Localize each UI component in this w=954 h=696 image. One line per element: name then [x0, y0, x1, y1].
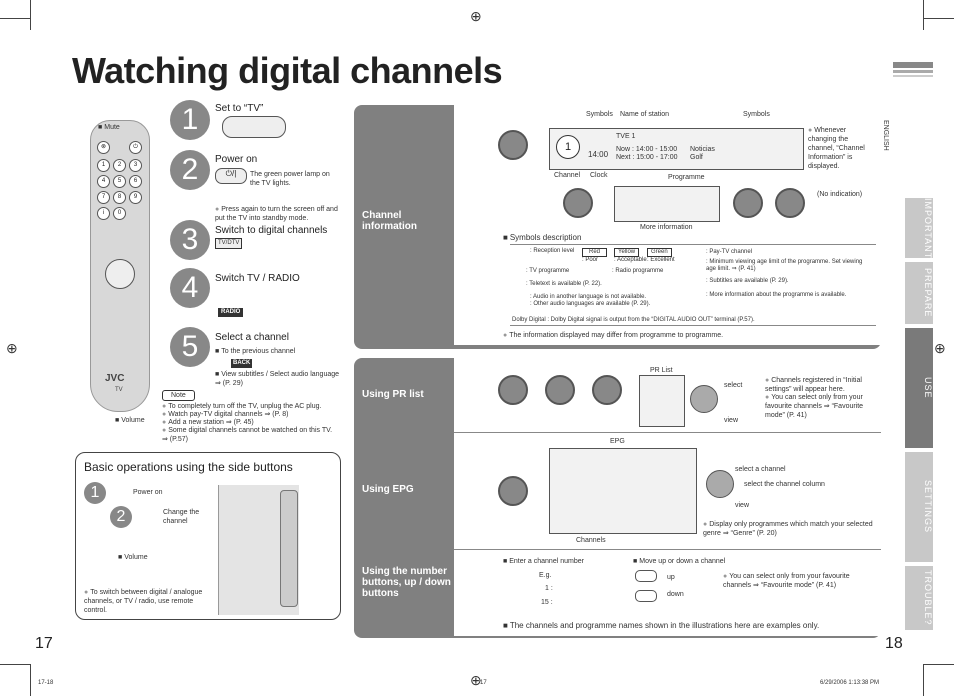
pr-list-screen — [639, 375, 685, 427]
tab-prepare: PREPARE — [905, 262, 933, 324]
info-button-hand-icon — [775, 188, 805, 218]
info-button-hand-icon — [498, 130, 528, 160]
tv-dtv-button: TV/DTV — [215, 238, 243, 249]
side-step-2: 2 — [110, 506, 132, 528]
back-button: BACK — [231, 359, 253, 368]
mute-label: Mute — [98, 123, 120, 132]
tab-settings: SETTINGS — [905, 452, 933, 562]
tab-english: ENGLISH — [882, 120, 889, 151]
power-button-icon: ⏻/| — [215, 168, 247, 184]
channel-up-button — [635, 570, 657, 582]
brand-logo: JVC — [105, 373, 125, 384]
info-button-hand-icon — [733, 188, 763, 218]
tv-switch-icon — [222, 116, 286, 138]
dpad-icon — [706, 470, 734, 498]
step-number-3: 3 — [170, 220, 210, 260]
step-number-1: 1 — [170, 100, 210, 140]
dpad-icon — [690, 385, 718, 413]
step-label-5: Select a channel — [215, 332, 289, 343]
page-number-left: 17 — [35, 635, 53, 652]
step-number-5: 5 — [170, 327, 210, 367]
channel-down-button — [635, 590, 657, 602]
epg-heading: Using EPG — [362, 484, 414, 495]
tab-important: IMPORTANT! — [905, 198, 933, 263]
pr-list-heading: Using PR list — [362, 389, 424, 400]
step-label-1: Set to “TV” — [215, 103, 264, 114]
button-hand-icon — [545, 375, 575, 405]
button-hand-icon — [498, 375, 528, 405]
page-title: Watching digital channels — [72, 50, 503, 91]
side-buttons-box — [75, 452, 341, 620]
more-info-screen — [614, 186, 720, 222]
volume-label: Volume — [115, 416, 144, 425]
registration-mark-icon: ⊕ — [6, 340, 18, 356]
step-label-2: Power on — [215, 154, 258, 165]
side-buttons-title: Basic operations using the side buttons — [84, 460, 293, 474]
epg-screen — [549, 448, 697, 534]
channel-info-screen: TVE 1 1 14:00 Now : 14:00 - 15:00 Next :… — [549, 128, 804, 170]
dpad[interactable] — [105, 259, 135, 289]
symbols-table: : Reception level Red : Poor Yellow : Ac… — [510, 244, 876, 326]
guide-button-hand-icon — [498, 476, 528, 506]
step-label-3: Switch to digital channels — [215, 225, 328, 236]
page-number-right: 18 — [885, 635, 903, 652]
step-label-4: Switch TV / RADIO — [215, 273, 300, 284]
step-number-2: 2 — [170, 150, 210, 190]
registration-mark-icon: ⊕ — [934, 340, 946, 356]
registration-mark-icon: ⊕ — [470, 8, 482, 24]
side-step-1: 1 — [84, 482, 106, 504]
power-button[interactable]: ⏻ — [129, 141, 142, 154]
radio-button: RADIO — [218, 308, 244, 317]
tab-trouble: TROUBLE? — [905, 566, 933, 630]
info-button-hand-icon — [563, 188, 593, 218]
step-number-4: 4 — [170, 268, 210, 308]
mute-button[interactable]: ⊗ — [97, 141, 110, 154]
button-hand-icon — [592, 375, 622, 405]
number-buttons-heading: Using the number buttons, up / down butt… — [362, 566, 451, 599]
tab-use: USE — [905, 328, 933, 448]
registration-mark-icon: ⊕ — [470, 672, 482, 688]
channel-info-heading: Channel information — [362, 210, 417, 232]
note-label: Note — [162, 390, 195, 401]
